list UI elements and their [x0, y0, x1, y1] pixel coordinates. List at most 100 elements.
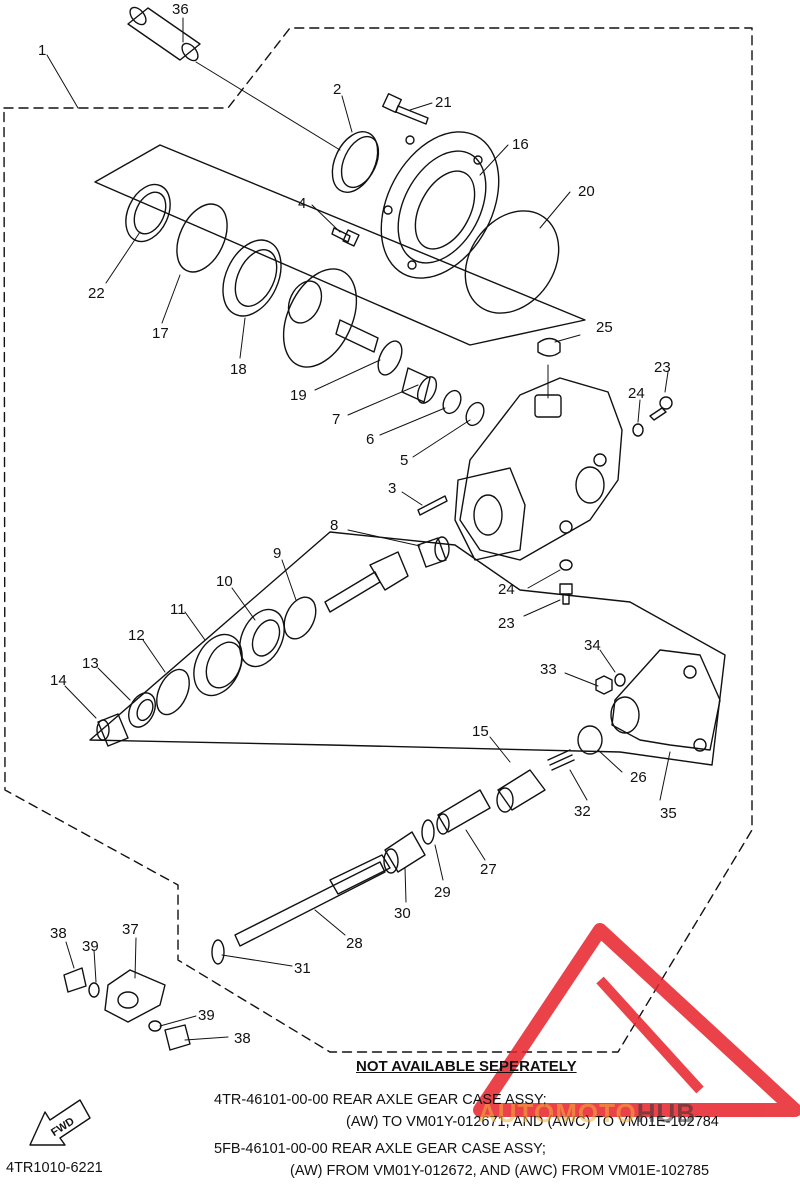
callout-22: 22 — [88, 285, 105, 302]
part-4-bolt — [331, 227, 360, 247]
callout-16: 16 — [512, 136, 529, 153]
note-line-2: (AW) TO VM01Y-012671, AND (AWC) TO VM01E… — [346, 1114, 719, 1130]
part-17-o-ring — [176, 203, 228, 273]
fwd-arrow — [29, 1099, 91, 1146]
note-line-1: 4TR-46101-00-00 REAR AXLE GEAR CASE ASSY… — [214, 1092, 547, 1108]
part-36-pipe — [127, 6, 201, 62]
callout-20: 20 — [578, 183, 595, 200]
part-29-clip — [421, 819, 435, 845]
callout-32: 32 — [574, 803, 591, 820]
callout-23-lower: 23 — [498, 615, 515, 632]
callout-30: 30 — [394, 905, 411, 922]
callout-6: 6 — [366, 431, 374, 448]
callout-18: 18 — [230, 361, 247, 378]
part-13-seal — [128, 692, 156, 728]
callout-31: 31 — [294, 960, 311, 977]
part-10-bearing — [239, 608, 285, 668]
part-9-shim — [283, 596, 317, 640]
watermark-part-moto: MOTO — [555, 1098, 637, 1128]
watermark-logo — [473, 923, 800, 1117]
part-23-bolt-lower — [559, 583, 573, 605]
part-6-collar — [442, 389, 462, 415]
not-available-heading: NOT AVAILABLE SEPERATELY — [356, 1058, 577, 1075]
callout-23-top: 23 — [654, 359, 671, 376]
assembly-boundary — [3, 27, 753, 1053]
part-18-bearing — [222, 239, 282, 317]
gear-case-housing — [454, 377, 623, 561]
callout-4: 4 — [298, 195, 306, 212]
part-19-shim — [377, 340, 403, 376]
callout-19: 19 — [290, 387, 307, 404]
callout-10: 10 — [216, 573, 233, 590]
part-24-washer-lower — [559, 559, 573, 571]
part-20-o-ring — [464, 210, 560, 314]
part-3-stud — [417, 495, 448, 516]
pinion-gear — [324, 551, 409, 613]
part-14-collar — [96, 713, 129, 747]
callout-39-left: 39 — [82, 938, 99, 955]
part-16-housing-cover — [380, 131, 500, 279]
callout-35: 35 — [660, 805, 677, 822]
callout-13: 13 — [82, 655, 99, 672]
part-27-sleeve — [436, 789, 491, 835]
note-line-4: (AW) FROM VM01Y-012672, AND (AWC) FROM V… — [290, 1163, 710, 1179]
part-34-washer — [614, 673, 626, 687]
part-31-circlip — [211, 939, 225, 965]
callout-27: 27 — [480, 861, 497, 878]
part-7-bearing — [401, 367, 438, 404]
part-11-nut — [193, 633, 243, 697]
callout-38-right: 38 — [234, 1030, 251, 1047]
callout-7: 7 — [332, 411, 340, 428]
leader-lines — [46, 17, 671, 1041]
part-24-washer-top — [632, 423, 644, 437]
part-32-spring — [547, 749, 575, 771]
part-39-circlip-left — [88, 982, 100, 998]
part-33-nut — [595, 675, 613, 695]
callout-39-right: 39 — [198, 1007, 215, 1024]
callout-9: 9 — [273, 545, 281, 562]
callout-37: 37 — [122, 921, 139, 938]
watermark-part-hub: HUB — [636, 1098, 697, 1128]
part-37-universal-joint — [104, 969, 166, 1023]
watermark-text: AUTOMOTOHUB — [478, 1098, 696, 1129]
part-8-bearing — [417, 536, 450, 568]
ring-gear — [282, 268, 379, 368]
callout-21: 21 — [435, 94, 452, 111]
part-21-bolt — [381, 92, 429, 125]
part-2-shim — [331, 131, 380, 193]
callout-8: 8 — [330, 517, 338, 534]
callout-24-lower: 24 — [498, 581, 515, 598]
callout-34: 34 — [584, 637, 601, 654]
part-15-boot — [496, 769, 546, 813]
subgroup-outline-middle — [89, 531, 726, 766]
part-35-bracket — [610, 649, 721, 752]
callout-2: 2 — [333, 81, 341, 98]
part-25-cap — [537, 337, 561, 357]
note-line-3: 5FB-46101-00-00 REAR AXLE GEAR CASE ASSY… — [214, 1141, 546, 1157]
part-22-seal — [125, 183, 171, 243]
part-38-bearing-cup-right — [164, 1024, 191, 1051]
callout-14: 14 — [50, 672, 67, 689]
callout-36: 36 — [172, 1, 189, 18]
callout-5: 5 — [400, 452, 408, 469]
part-28-drive-shaft — [234, 854, 391, 947]
part-38-bearing-cup-left — [63, 967, 87, 993]
part-30-coupling — [383, 831, 426, 874]
figure-code: 4TR1010-6221 — [6, 1160, 103, 1176]
callout-26: 26 — [630, 769, 647, 786]
subgroup-outline-top — [94, 144, 586, 346]
callout-1: 1 — [38, 42, 46, 59]
callout-11: 11 — [170, 601, 186, 618]
callout-3: 3 — [388, 480, 396, 497]
callout-24-top: 24 — [628, 385, 645, 402]
callout-38-left: 38 — [50, 925, 67, 942]
part-5-collar — [465, 401, 485, 427]
part-39-circlip-right — [148, 1020, 162, 1032]
callout-33: 33 — [540, 661, 557, 678]
part-23-bolt-top — [649, 396, 673, 421]
callout-12: 12 — [128, 627, 145, 644]
watermark-part-auto: AUTO — [478, 1098, 556, 1128]
callout-17: 17 — [152, 325, 169, 342]
part-26-seal — [577, 725, 603, 755]
